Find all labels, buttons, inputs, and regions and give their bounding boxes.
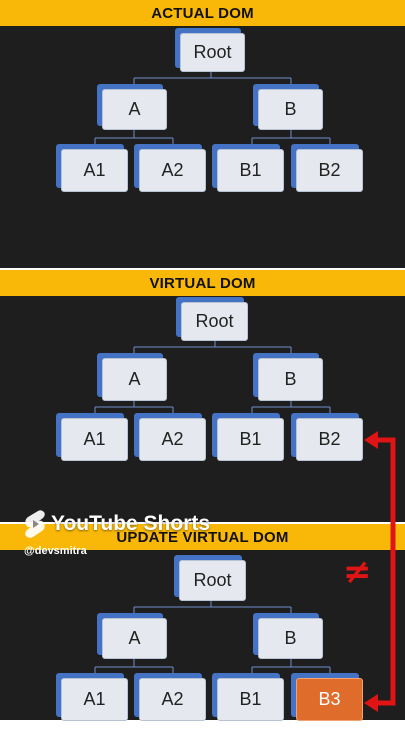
node-label: Root: [180, 33, 245, 72]
update-virtual-dom-header: UPDATE VIRTUAL DOM: [0, 524, 405, 550]
actual-dom-header: ACTUAL DOM: [0, 0, 405, 26]
tree-connectors: [94, 601, 331, 675]
node-label: A2: [139, 418, 206, 461]
node-label: A1: [61, 418, 128, 461]
node-b: B: [253, 613, 323, 659]
node-label: A: [102, 89, 167, 130]
actual-dom-tree: Root A B A1 A2 B1 B2: [0, 28, 405, 218]
node-root: Root: [176, 297, 248, 341]
youtube-shorts-watermark: YouTube Shorts: [24, 510, 210, 538]
node-label: Root: [179, 560, 246, 601]
node-label: B2: [296, 418, 363, 461]
node-b1: B1: [212, 673, 284, 721]
node-b1: B1: [212, 144, 284, 192]
virtual-dom-header: VIRTUAL DOM: [0, 270, 405, 296]
node-label: B1: [217, 678, 284, 721]
update-virtual-dom-tree: Root A B A1 A2 B1 B3: [0, 555, 405, 745]
node-label: B: [258, 358, 323, 401]
node-label: B1: [217, 149, 284, 192]
virtual-dom-tree: Root A B A1 A2 B1 B2: [0, 297, 405, 487]
diff-arrow: [364, 431, 396, 712]
node-label: B: [258, 618, 323, 659]
node-b2: B2: [291, 413, 363, 461]
node-a1: A1: [56, 144, 128, 192]
node-b2: B2: [291, 144, 363, 192]
node-label: B1: [217, 418, 284, 461]
channel-handle: @devsmitra: [24, 545, 87, 557]
node-label: B2: [296, 149, 363, 192]
node-b3-changed: B3: [291, 673, 363, 721]
node-a: A: [97, 353, 167, 401]
node-a: A: [97, 84, 167, 130]
node-label: A1: [61, 149, 128, 192]
node-a2: A2: [134, 413, 206, 461]
shorts-brand-text: YouTube Shorts: [51, 512, 211, 535]
tree-connectors: [94, 72, 331, 146]
node-label: A1: [61, 678, 128, 721]
node-label: A2: [139, 149, 206, 192]
node-a1: A1: [56, 413, 128, 461]
node-a1: A1: [56, 673, 128, 721]
shorts-logo-icon: [25, 510, 45, 538]
node-root: Root: [175, 28, 245, 72]
node-b: B: [253, 353, 323, 401]
node-label: A: [102, 618, 167, 659]
node-label: A: [102, 358, 167, 401]
node-a2: A2: [134, 144, 206, 192]
not-equal-symbol: ≠: [343, 552, 372, 592]
node-b: B: [253, 84, 323, 130]
node-label: B: [258, 89, 323, 130]
node-label: Root: [181, 302, 248, 341]
node-a: A: [97, 613, 167, 659]
node-label: A2: [139, 678, 206, 721]
node-label: B3: [296, 678, 363, 721]
node-root: Root: [174, 555, 246, 601]
node-a2: A2: [134, 673, 206, 721]
node-b1: B1: [212, 413, 284, 461]
